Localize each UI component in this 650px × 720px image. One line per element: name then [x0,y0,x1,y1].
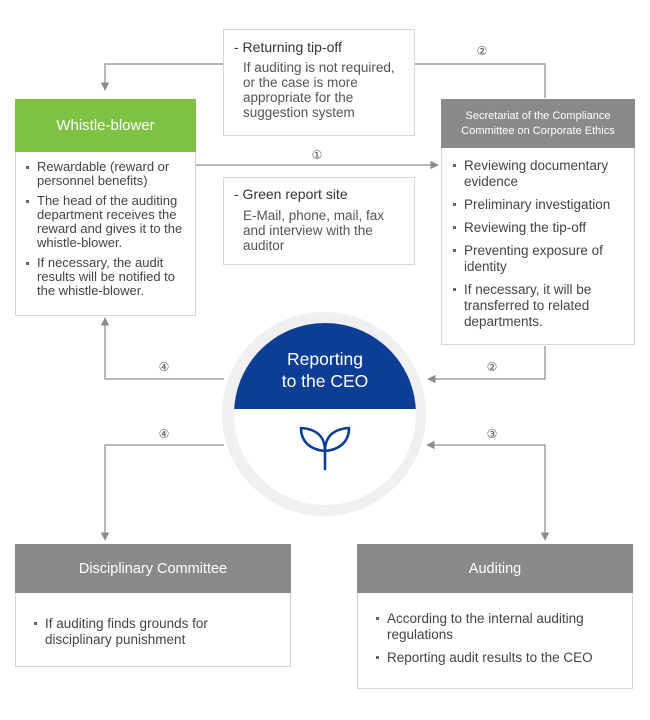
list-item: Reporting audit results to the CEO [375,650,620,666]
secretariat-title-line2: Committee on Corporate Ethics [461,124,615,137]
arrow-step-2 [427,346,546,384]
step-label-4-bottom: ④ [158,427,170,441]
list-item: Rewardable (reward or personnel benefits… [25,160,190,188]
arrow-step-4-top [100,317,224,380]
auditing-header: Auditing [357,544,633,593]
whistle-blower-list: Rewardable (reward or personnel benefits… [25,160,190,304]
list-item: Preventing exposure of identity [452,243,630,275]
step-label-4-top: ④ [158,360,170,374]
ceo-label-line2: to the CEO [281,371,369,391]
ceo-circle: Reporting to the CEO [234,323,416,505]
disciplinary-committee-list: If auditing finds grounds for disciplina… [33,616,273,654]
disciplinary-committee-header: Disciplinary Committee [15,544,291,593]
ceo-label-line1: Reporting [287,349,363,369]
returning-tipoff-note: - Returning tip-off If auditing is not r… [223,29,415,136]
step-label-2-bottom: ② [486,360,498,374]
green-report-site-title: - Green report site [234,186,348,202]
secretariat-title-line1: Secretariat of the Compliance [465,109,611,122]
green-report-site-body: E-Mail, phone, mail, fax and interview w… [243,208,385,253]
returning-tipoff-title: - Returning tip-off [234,39,342,55]
list-item: The head of the auditing department rece… [25,194,190,250]
arrow-step-4-bottom [100,444,224,541]
returning-tipoff-body: If auditing is not required, or the case… [243,60,395,120]
arrow-step-3 [426,440,550,541]
ceo-label: Reporting to the CEO [234,323,416,409]
step-label-1: ① [311,148,323,162]
list-item: If necessary, it will be transferred to … [452,282,630,330]
list-item: Preliminary investigation [452,197,630,213]
green-report-site-note: - Green report site E-Mail, phone, mail,… [223,177,415,265]
secretariat-list: Reviewing documentary evidence Prelimina… [452,158,630,337]
list-item: If necessary, the audit results will be … [25,256,190,298]
step-label-3: ③ [486,427,498,441]
auditing-list: According to the internal auditing regul… [375,611,620,673]
list-item: If auditing finds grounds for disciplina… [33,616,273,648]
step-label-2-top: ② [476,44,488,58]
list-item: According to the internal auditing regul… [375,611,620,643]
list-item: Reviewing the tip-off [452,220,630,236]
whistle-blower-header: Whistle-blower [15,99,196,152]
list-item: Reviewing documentary evidence [452,158,630,190]
secretariat-header: Secretariat of the Compliance Committee … [441,99,635,148]
sprout-icon [299,426,351,471]
